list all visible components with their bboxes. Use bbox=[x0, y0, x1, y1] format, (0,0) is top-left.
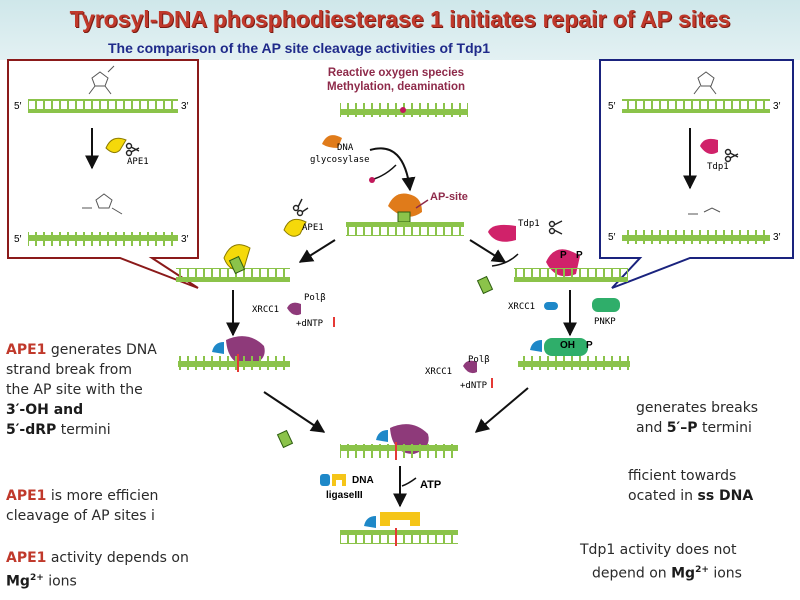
page-title: Tyrosyl-DNA phosphodiesterase 1 initiate… bbox=[69, 6, 731, 32]
released-drp-fragment bbox=[276, 429, 294, 449]
tdp1-enzyme-icon bbox=[700, 138, 718, 154]
ros-label: Reactive oxygen species bbox=[328, 67, 464, 79]
right-note-3: Tdp1 activity does not depend on Mg2+ io… bbox=[580, 542, 742, 582]
right-note-1: generates breaks and 5′–P termini bbox=[636, 400, 759, 436]
ape1-cut-dna bbox=[176, 268, 290, 282]
sugar-phosphate-structure-icon bbox=[82, 193, 123, 215]
dna-ligase-label-1: DNA bbox=[352, 475, 374, 486]
tdp1-cut-dna bbox=[514, 268, 628, 282]
five-prime-label: 5′ bbox=[608, 101, 616, 112]
dna-ligase-label-2: ligaseIII bbox=[326, 490, 363, 501]
pnkp-xrcc1-complex bbox=[530, 338, 588, 356]
page-subtitle: The comparison of the AP site cleavage a… bbox=[108, 40, 490, 56]
ape1-enzyme-icon bbox=[283, 218, 307, 237]
sugar-phosphate-structure-icon bbox=[88, 65, 115, 95]
scissors-icon bbox=[724, 148, 739, 163]
scissors-icon bbox=[292, 198, 309, 217]
xrcc1-label-left: XRCC1 bbox=[252, 305, 279, 315]
p-label-3: P bbox=[586, 340, 593, 351]
damaged-base-dot bbox=[400, 107, 406, 113]
pnkp-dna-right bbox=[518, 356, 630, 370]
p-label-1: P bbox=[560, 250, 567, 261]
scissors-icon bbox=[548, 220, 563, 235]
ligated-dna-center bbox=[340, 530, 458, 544]
five-prime-label: 5′ bbox=[608, 232, 616, 243]
ape1-enzyme-icon bbox=[223, 244, 251, 275]
tdp1-enzyme-icon bbox=[488, 224, 516, 242]
left-inset-bottom-dna bbox=[28, 232, 178, 246]
sugar-phosphate-structure-icon bbox=[693, 71, 717, 95]
ligase-complex-center bbox=[364, 512, 420, 528]
atp-label: ATP bbox=[420, 479, 441, 491]
left-note-2: APE1 is more efficien cleavage of AP sit… bbox=[6, 488, 159, 524]
ape1-label-center: APE1 bbox=[302, 223, 324, 233]
glycosylase-icon bbox=[322, 135, 342, 148]
three-prime-label: 3′ bbox=[181, 101, 189, 112]
methylation-label: Methylation, deamination bbox=[327, 81, 465, 93]
five-prime-label: 5′ bbox=[14, 234, 22, 245]
dntp-label-center: +dNTP bbox=[460, 381, 488, 391]
dntp-label-left: +dNTP bbox=[296, 319, 324, 329]
glycosylase-label: glycosylase bbox=[310, 155, 370, 165]
xrcc1-label-right: XRCC1 bbox=[508, 302, 535, 312]
right-inset-bottom-dna bbox=[622, 230, 770, 244]
xrcc1-label-center: XRCC1 bbox=[425, 367, 452, 377]
pnkp-label: PNKP bbox=[594, 317, 616, 327]
sugar-phosphate-structure-icon bbox=[688, 207, 721, 215]
right-inset-top-dna bbox=[622, 99, 770, 113]
scissors-icon bbox=[125, 142, 140, 157]
oh-label: OH bbox=[560, 340, 575, 351]
ap-site-label: AP-site bbox=[430, 191, 468, 203]
five-prime-label: 5′ bbox=[14, 101, 22, 112]
left-note-3: APE1 activity depends on Mg2+ ions bbox=[6, 550, 189, 590]
tdp1-label-center: Tdp1 bbox=[518, 219, 540, 229]
p-label-2: P bbox=[576, 250, 583, 261]
three-prime-label: 3′ bbox=[773, 232, 781, 243]
ape1-label-left-inset: APE1 bbox=[127, 157, 149, 167]
left-note-1: APE1 generates DNA strand break from the… bbox=[6, 342, 157, 438]
polb-label-left: Polβ bbox=[304, 293, 326, 303]
ape1-enzyme-icon bbox=[105, 137, 127, 154]
polb-fill-dna-left bbox=[178, 356, 290, 370]
three-prime-label: 3′ bbox=[773, 101, 781, 112]
right-inset-frame bbox=[599, 59, 794, 289]
repair-dna-center bbox=[340, 444, 458, 458]
dna-label: DNA bbox=[337, 143, 354, 153]
tdp1-label-right-inset: Tdp1 bbox=[707, 162, 729, 172]
header-band bbox=[0, 0, 800, 60]
right-note-2: fficient towards ocated in ss DNA bbox=[628, 468, 754, 504]
dna-ligase-icon bbox=[320, 474, 346, 486]
left-inset-top-dna bbox=[28, 99, 178, 113]
polb-label-center: Polβ bbox=[468, 355, 490, 365]
center-ap-dna bbox=[346, 222, 464, 236]
three-prime-label: 3′ bbox=[181, 234, 189, 245]
left-inset-frame bbox=[7, 59, 199, 289]
